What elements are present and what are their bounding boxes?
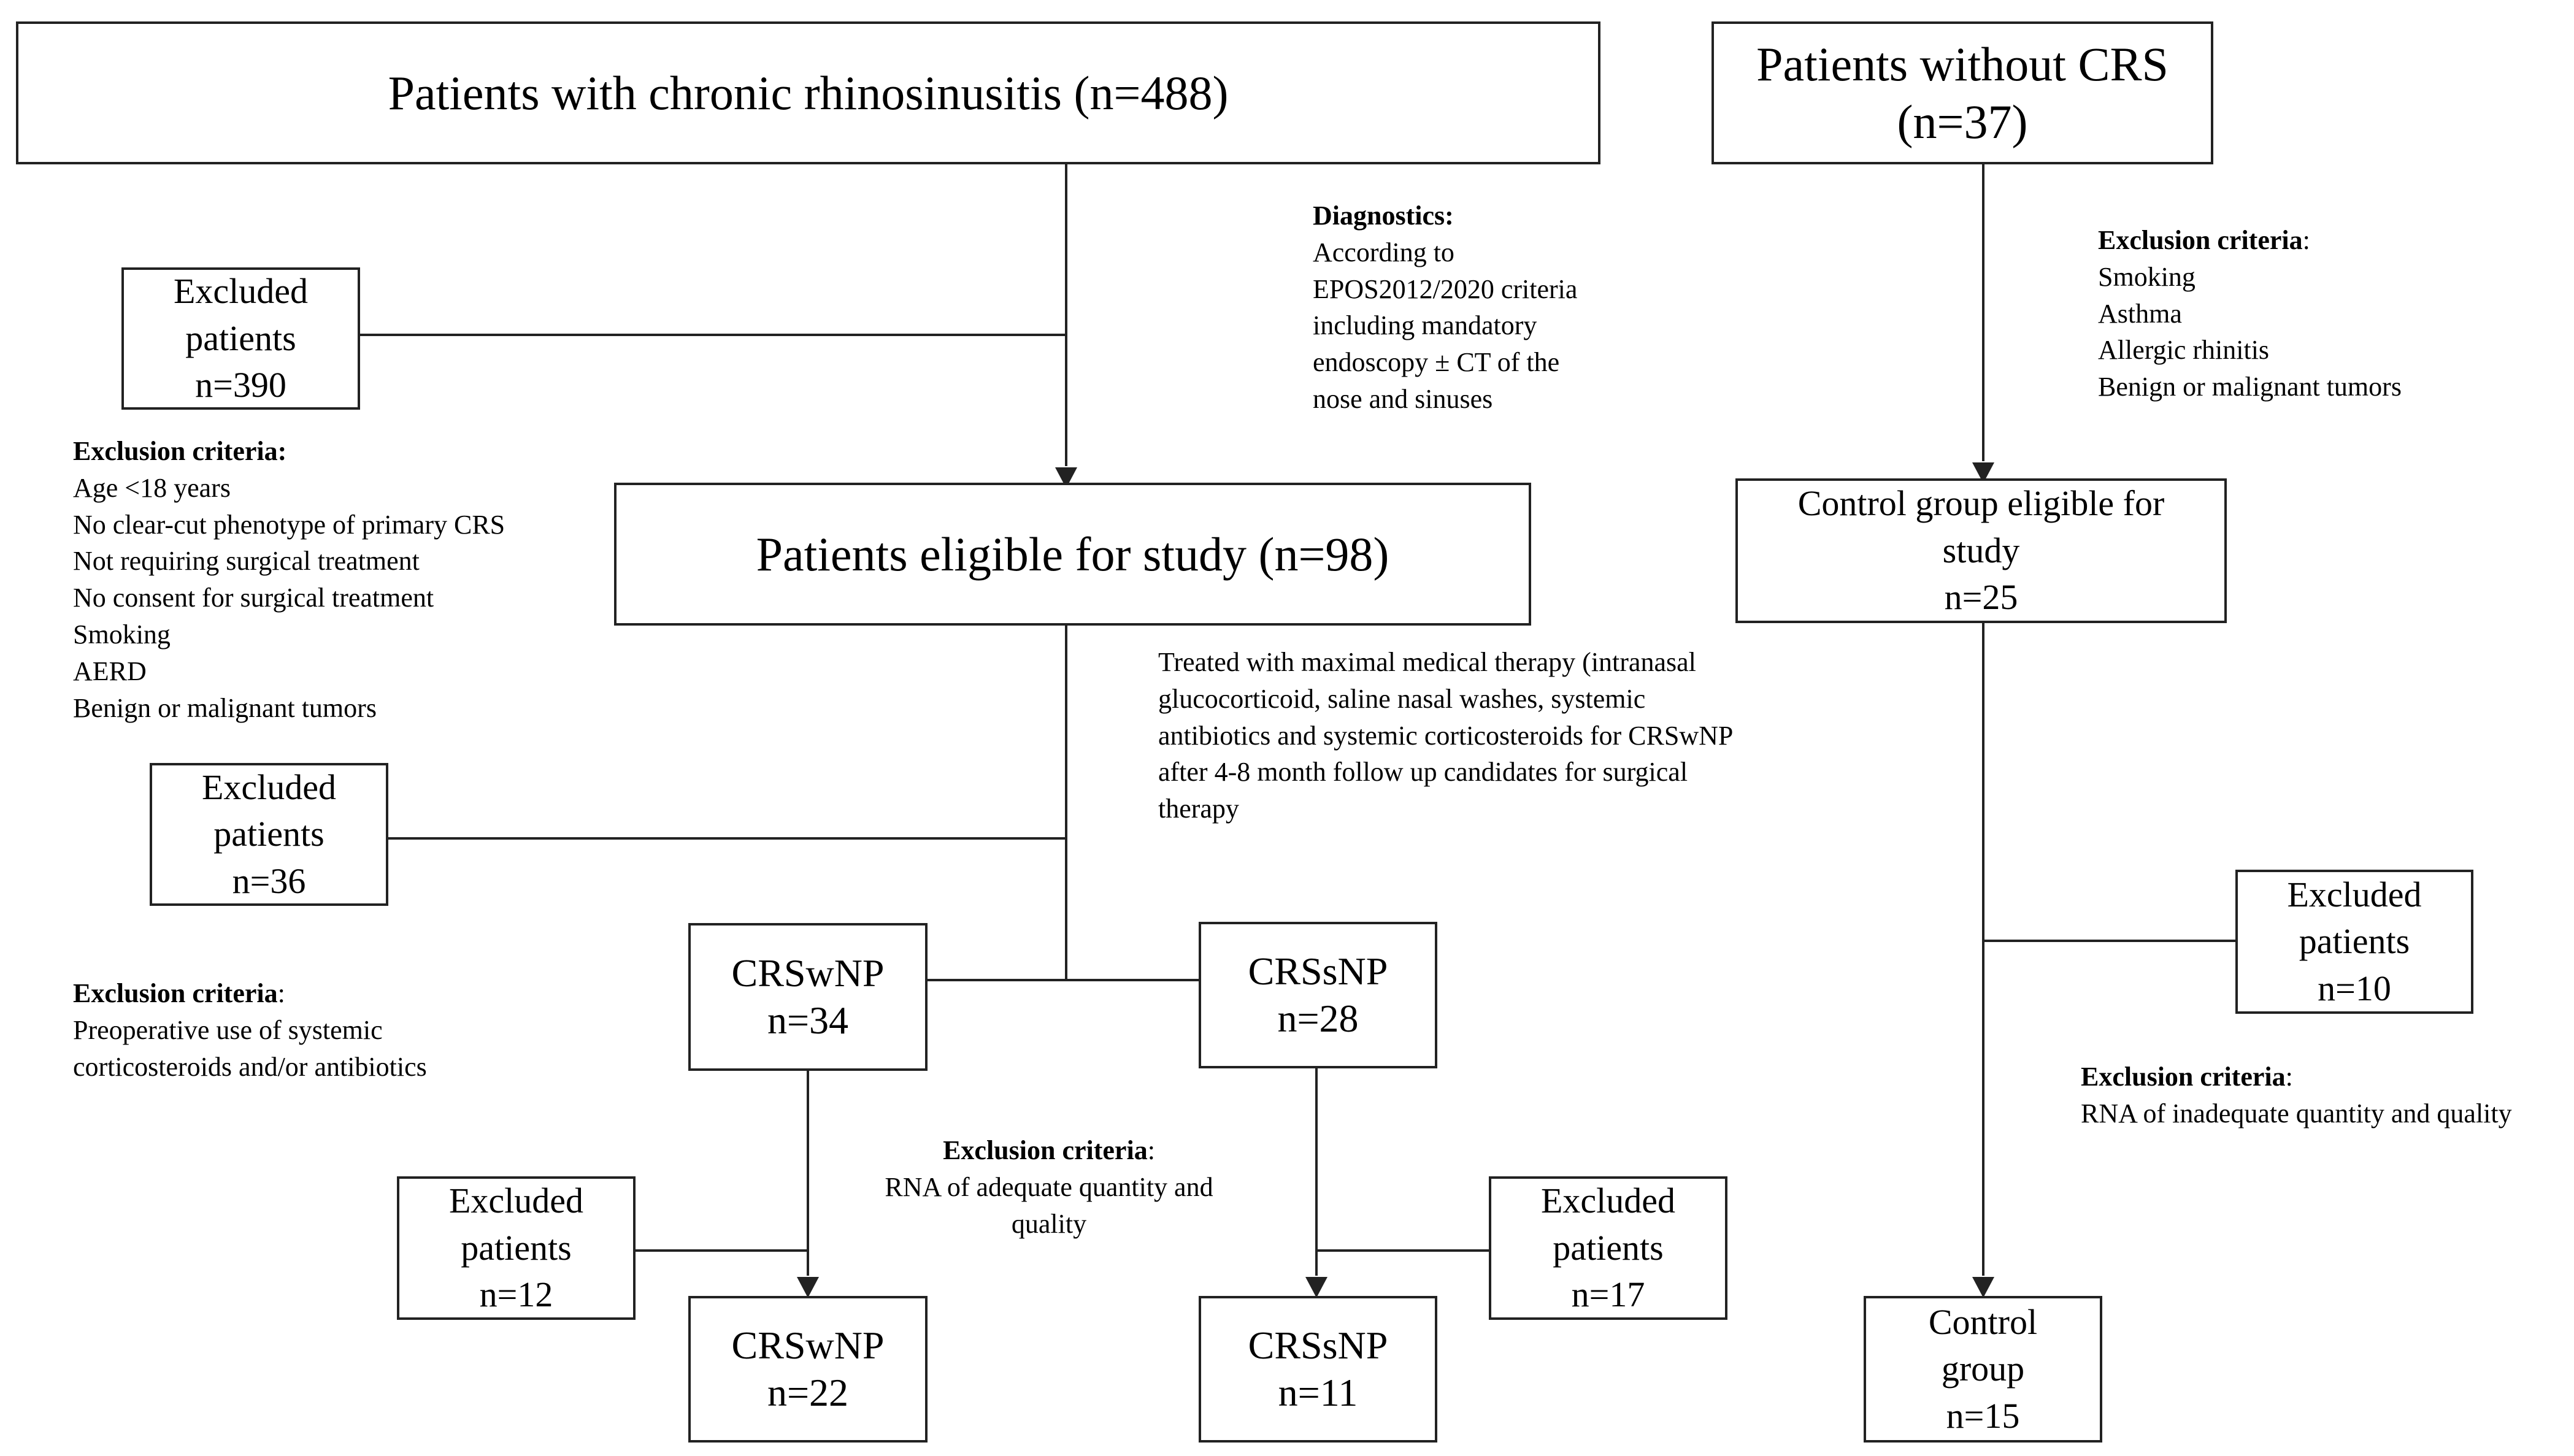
note-line: Not requiring surgical treatment	[73, 546, 420, 577]
box-excluded-36: Excluded patients n=36	[150, 763, 388, 906]
arrowhead-crssnp-11	[1305, 1277, 1327, 1298]
note-line: after 4-8 month follow up candidates for…	[1158, 757, 1688, 787]
box-excluded-12-line1: Excluded	[448, 1181, 584, 1221]
box-control-15-count: n=15	[1946, 1395, 2020, 1436]
box-excluded-390-count: n=390	[195, 365, 286, 405]
note-line: Asthma	[2098, 298, 2182, 329]
heading-colon: :	[277, 978, 285, 1008]
note-line: EPOS2012/2020 criteria	[1313, 274, 1578, 304]
box-crs-all: Patients with chronic rhinosinusitis (n=…	[16, 21, 1600, 164]
box-crssnp-11: CRSsNP n=11	[1199, 1296, 1437, 1443]
box-excluded-36-line2: patients	[213, 814, 325, 854]
box-excluded-12: Excluded patients n=12	[397, 1176, 636, 1320]
box-excluded-36-count: n=36	[232, 860, 306, 901]
box-excluded-12-count: n=12	[479, 1274, 553, 1315]
note-diagnostics-heading: Diagnostics:	[1313, 201, 1454, 231]
box-excluded-10-count: n=10	[2318, 968, 2391, 1008]
box-control-15-line2: group	[1941, 1349, 2025, 1389]
note-line: corticosteroids and/or antibiotics	[73, 1051, 427, 1082]
note-diagnostics: Diagnostics: According to EPOS2012/2020 …	[1313, 197, 1577, 418]
note-exclusion-control: Exclusion criteria: Smoking Asthma Aller…	[2098, 222, 2402, 405]
box-crswnp-22: CRSwNP n=22	[688, 1296, 928, 1443]
note-line: glucocorticoid, saline nasal washes, sys…	[1158, 683, 1646, 714]
box-excluded-17: Excluded patients n=17	[1489, 1176, 1727, 1320]
note-line: No consent for surgical treatment	[73, 583, 434, 613]
note-line: Treated with maximal medical therapy (in…	[1158, 647, 1696, 677]
box-crswnp-34: CRSwNP n=34	[688, 923, 928, 1071]
box-excluded-36-line1: Excluded	[201, 767, 337, 807]
note-exclusion-rna-adequate-heading: Exclusion criteria	[943, 1135, 1148, 1165]
box-no-crs: Patients without CRS (n=37)	[1712, 21, 2213, 164]
arrowhead-control-15	[1972, 1277, 1994, 1298]
box-crswnp-34-count: n=34	[767, 998, 849, 1042]
box-crssnp-28-label: CRSsNP	[1248, 949, 1388, 993]
note-treatment: Treated with maximal medical therapy (in…	[1158, 644, 1733, 827]
box-excluded-17-line2: patients	[1553, 1227, 1664, 1268]
note-exclusion-rna-inadequate: Exclusion criteria: RNA of inadequate qu…	[2081, 1059, 2512, 1132]
note-line: nose and sinuses	[1313, 384, 1493, 415]
box-control-eligible-count: n=25	[1944, 577, 2018, 618]
box-crswnp-22-label: CRSwNP	[731, 1323, 885, 1367]
arrowhead-eligible	[1055, 467, 1077, 488]
box-control-15: Control group n=15	[1864, 1296, 2102, 1443]
arrowhead-crswnp-22	[797, 1277, 819, 1298]
box-crssnp-28: CRSsNP n=28	[1199, 922, 1437, 1068]
arrowhead-control-eligible	[1972, 462, 1994, 483]
box-excluded-17-count: n=17	[1571, 1274, 1645, 1315]
note-exclusion-main: Exclusion criteria: Age <18 years No cle…	[73, 433, 505, 727]
box-control-eligible: Control group eligible for study n=25	[1735, 478, 2227, 623]
box-control-15-line1: Control	[1928, 1301, 2038, 1342]
box-excluded-12-line2: patients	[461, 1227, 572, 1268]
box-excluded-10: Excluded patients n=10	[2235, 870, 2473, 1014]
box-crssnp-11-count: n=11	[1278, 1370, 1358, 1414]
note-line: including mandatory	[1313, 310, 1537, 341]
note-line: Smoking	[73, 619, 171, 650]
box-control-eligible-line2: study	[1942, 530, 2020, 570]
note-line: Age <18 years	[73, 472, 231, 503]
box-no-crs-count: (n=37)	[1897, 94, 2028, 148]
note-exclusion-preop-heading: Exclusion criteria	[73, 978, 278, 1008]
note-line: According to	[1313, 237, 1454, 267]
box-crswnp-22-count: n=22	[767, 1370, 849, 1414]
box-crssnp-11-label: CRSsNP	[1248, 1323, 1388, 1367]
heading-colon: :	[1147, 1135, 1155, 1165]
note-exclusion-rna-adequate: Exclusion criteria: RNA of adequate quan…	[859, 1132, 1239, 1242]
note-line: RNA of inadequate quantity and quality	[2081, 1098, 2512, 1128]
box-no-crs-title: Patients without CRS	[1756, 37, 2169, 91]
heading-colon: :	[2302, 225, 2310, 255]
box-control-eligible-line1: Control group eligible for	[1797, 483, 2165, 524]
note-line: Preoperative use of systemic	[73, 1014, 383, 1045]
box-excluded-10-line1: Excluded	[2287, 874, 2422, 914]
note-line: endoscopy ± CT of the	[1313, 347, 1560, 378]
note-line: RNA of adequate quantity and	[885, 1171, 1213, 1202]
note-exclusion-main-heading: Exclusion criteria:	[73, 436, 287, 466]
note-line: Benign or malignant tumors	[2098, 372, 2402, 402]
box-excluded-390-line2: patients	[185, 318, 296, 358]
box-crswnp-34-label: CRSwNP	[731, 951, 885, 995]
note-line: AERD	[73, 656, 147, 686]
note-line: Allergic rhinitis	[2098, 335, 2270, 366]
box-crs-all-label: Patients with chronic rhinosinusitis (n=…	[388, 66, 1229, 120]
note-line: Smoking	[2098, 261, 2196, 292]
heading-colon: :	[2285, 1062, 2293, 1092]
note-exclusion-preop: Exclusion criteria: Preoperative use of …	[73, 975, 427, 1085]
box-excluded-390-line1: Excluded	[173, 271, 309, 312]
note-exclusion-rna-inadequate-heading: Exclusion criteria	[2081, 1062, 2286, 1092]
note-line: No clear-cut phenotype of primary CRS	[73, 509, 505, 540]
note-line: antibiotics and systemic corticosteroids…	[1158, 720, 1734, 751]
box-excluded-17-line1: Excluded	[1540, 1181, 1676, 1221]
box-crssnp-28-count: n=28	[1277, 996, 1359, 1040]
note-line: quality	[1011, 1208, 1087, 1239]
note-line: therapy	[1158, 794, 1239, 824]
note-exclusion-control-heading: Exclusion criteria	[2098, 225, 2303, 255]
box-excluded-390: Excluded patients n=390	[121, 267, 360, 410]
box-excluded-10-line2: patients	[2299, 921, 2410, 962]
note-line: Benign or malignant tumors	[73, 692, 377, 723]
box-eligible-label: Patients eligible for study (n=98)	[756, 527, 1389, 581]
box-eligible: Patients eligible for study (n=98)	[614, 483, 1531, 626]
